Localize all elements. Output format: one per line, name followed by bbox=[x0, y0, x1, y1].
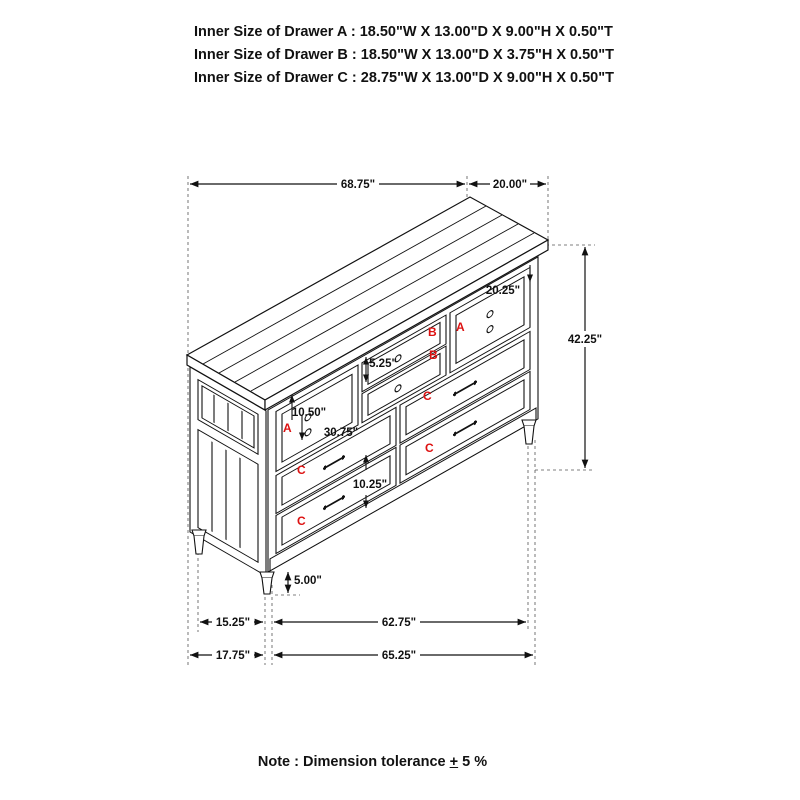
drawer-a-width-label: 20.25" bbox=[486, 285, 520, 297]
overall-width-label: 68.75" bbox=[341, 179, 375, 191]
drawer-label-b: B bbox=[429, 348, 438, 362]
drawer-c-width-label: 30.75" bbox=[324, 427, 358, 439]
note-text: Note : Dimension tolerance bbox=[257, 754, 450, 770]
drawer-label-a: A bbox=[456, 320, 465, 334]
drawer-label-c: C bbox=[425, 441, 434, 455]
inner-side-depth-label: 15.25" bbox=[216, 617, 250, 629]
dresser-front bbox=[267, 256, 539, 573]
drawer-a-left[interactable] bbox=[275, 364, 359, 473]
drawer-b-height-label: 5.25" bbox=[369, 358, 397, 370]
drawer-a-height-label: 10.50" bbox=[292, 407, 326, 419]
drawer-b-inner-size: Inner Size of Drawer B : 18.50"W X 13.00… bbox=[194, 47, 614, 63]
drawer-label-b: B bbox=[428, 325, 437, 339]
tolerance-note: Note : Dimension tolerance + 5 % bbox=[0, 754, 745, 770]
dresser-top bbox=[185, 196, 550, 412]
drawer-b-top[interactable] bbox=[361, 314, 447, 393]
extension-lines bbox=[187, 176, 595, 665]
drawer-label-c: C bbox=[297, 463, 306, 477]
leg-height-label: 5.00" bbox=[294, 575, 322, 587]
drawer-a-inner-size: Inner Size of Drawer A : 18.50"W X 13.00… bbox=[194, 24, 613, 40]
drawer-label-c: C bbox=[297, 514, 306, 528]
outer-front-width-label: 65.25" bbox=[382, 650, 416, 662]
drawer-c-height-label: 10.25" bbox=[353, 479, 387, 491]
dresser-legs bbox=[191, 419, 537, 595]
drawer-label-a: A bbox=[283, 421, 292, 435]
drawer-label-c: C bbox=[423, 389, 432, 403]
drawer-a-right[interactable] bbox=[449, 266, 531, 374]
outer-side-depth-label: 17.75" bbox=[216, 650, 250, 662]
drawer-c-inner-size: Inner Size of Drawer C : 28.75"W X 13.00… bbox=[194, 70, 614, 86]
overall-height-label: 42.25" bbox=[568, 334, 602, 346]
inner-front-width-label: 62.75" bbox=[382, 617, 416, 629]
overall-depth-label: 20.00" bbox=[493, 179, 527, 191]
plus-minus-sign: + bbox=[449, 754, 459, 770]
handle-icons bbox=[323, 380, 477, 511]
drawer-b-bottom[interactable] bbox=[361, 345, 447, 424]
note-value: 5 % bbox=[458, 754, 488, 770]
dresser-side bbox=[189, 366, 267, 577]
inner-dimension-arrows bbox=[288, 265, 534, 508]
